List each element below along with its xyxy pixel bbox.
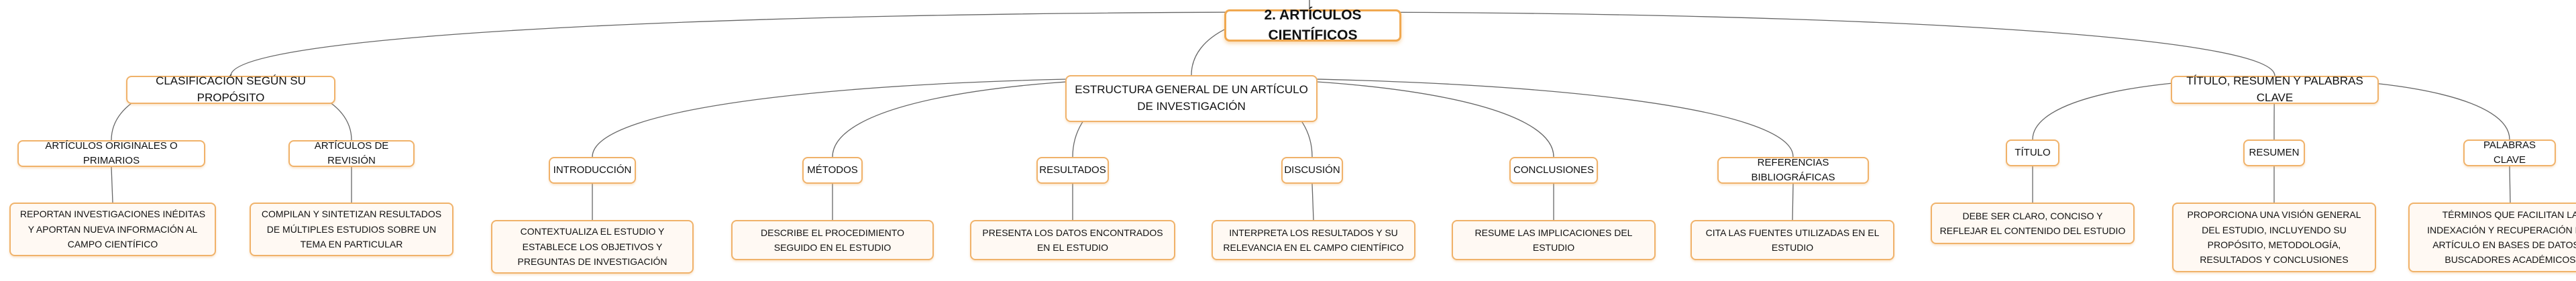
connector-detail-articulos-originales xyxy=(111,166,113,203)
connector-node-introduccion xyxy=(592,77,1192,158)
node-label: RESUMEN xyxy=(2249,147,2300,159)
detail-resultados: PRESENTA LOS DATOS ENCONTRADOS EN EL EST… xyxy=(970,220,1175,260)
detail-text: INTERPRETA LOS RESULTADOS Y SU RELEVANCI… xyxy=(1223,227,1404,253)
node-label: PALABRAS CLAVE xyxy=(2483,139,2536,166)
node-palabras-clave: PALABRAS CLAVE xyxy=(2463,139,2556,166)
connector-detail-referencias xyxy=(1792,183,1794,221)
node-resultados: RESULTADOS xyxy=(1036,157,1109,184)
branch-clasificacion: CLASIFICACIÓN SEGÚN SU PROPÓSITO xyxy=(126,74,335,104)
node-conclusiones: CONCLUSIONES xyxy=(1509,157,1598,184)
detail-text: REPORTAN INVESTIGACIONES INÉDITAS Y APOR… xyxy=(19,209,206,250)
detail-text: DEBE SER CLARO, CONCISO Y REFLEJAR EL CO… xyxy=(1939,210,2126,236)
root-node: 2. ARTÍCULOS CIENTÍFICOS xyxy=(1224,7,1401,43)
branch-titulo-resumen: TÍTULO, RESUMEN Y PALABRAS CLAVE xyxy=(2171,74,2379,104)
detail-text: COMPILAN Y SINTETIZAN RESULTADOS DE MÚLT… xyxy=(261,209,442,250)
node-label: DISCUSIÓN xyxy=(1284,164,1340,176)
detail-text: CONTEXTUALIZA EL ESTUDIO Y ESTABLECE LOS… xyxy=(517,226,667,268)
connector-node-referencias xyxy=(1191,77,1794,158)
node-label: INTRODUCCIÓN xyxy=(553,164,632,176)
branch-label: TÍTULO, RESUMEN Y PALABRAS CLAVE xyxy=(2186,74,2363,104)
detail-text: PRESENTA LOS DATOS ENCONTRADOS EN EL EST… xyxy=(982,227,1163,253)
detail-resumen: PROPORCIONA UNA VISIÓN GENERAL DEL ESTUD… xyxy=(2172,203,2376,272)
detail-introduccion: CONTEXTUALIZA EL ESTUDIO Y ESTABLECE LOS… xyxy=(491,220,694,274)
branch-label: ESTRUCTURA GENERAL DE UN ARTÍCULO DE INV… xyxy=(1075,83,1308,113)
detail-articulos-originales: REPORTAN INVESTIGACIONES INÉDITAS Y APOR… xyxy=(9,203,216,256)
node-articulos-originales: ARTÍCULOS ORIGINALES O PRIMARIOS xyxy=(17,140,205,167)
node-referencias: REFERENCIAS BIBLIOGRÁFICAS xyxy=(1717,157,1869,184)
detail-articulos-revision: COMPILAN Y SINTETIZAN RESULTADOS DE MÚLT… xyxy=(250,203,453,256)
node-label: ARTÍCULOS DE REVISIÓN xyxy=(314,140,389,166)
detail-text: RESUME LAS IMPLICACIONES DEL ESTUDIO xyxy=(1474,227,1633,253)
detail-titulo: DEBE SER CLARO, CONCISO Y REFLEJAR EL CO… xyxy=(1931,203,2135,244)
node-label: RESULTADOS xyxy=(1039,164,1106,176)
detail-conclusiones: RESUME LAS IMPLICACIONES DEL ESTUDIO xyxy=(1452,220,1656,260)
node-label: ARTÍCULOS ORIGINALES O PRIMARIOS xyxy=(45,140,178,166)
detail-text: CITA LAS FUENTES UTILIZADAS EN EL ESTUDI… xyxy=(1705,227,1880,253)
detail-referencias: CITA LAS FUENTES UTILIZADAS EN EL ESTUDI… xyxy=(1690,220,1894,260)
detail-text: PROPORCIONA UNA VISIÓN GENERAL DEL ESTUD… xyxy=(2187,209,2361,266)
detail-discusion: INTERPRETA LOS RESULTADOS Y SU RELEVANCI… xyxy=(1212,220,1415,260)
node-label: REFERENCIAS BIBLIOGRÁFICAS xyxy=(1751,157,1835,183)
detail-text: DESCRIBE EL PROCEDIMIENTO SEGUIDO EN EL … xyxy=(761,227,904,253)
node-label: TÍTULO xyxy=(2015,147,2051,159)
node-label: MÉTODOS xyxy=(807,164,858,176)
node-label: CONCLUSIONES xyxy=(1513,164,1595,176)
node-discusion: DISCUSIÓN xyxy=(1281,157,1343,184)
node-titulo: TÍTULO xyxy=(2006,139,2059,166)
node-introduccion: INTRODUCCIÓN xyxy=(549,157,636,184)
connector-branch-clasificacion xyxy=(230,11,1313,76)
node-articulos-revision: ARTÍCULOS DE REVISIÓN xyxy=(288,140,415,167)
branch-estructura: ESTRUCTURA GENERAL DE UN ARTÍCULO DE INV… xyxy=(1065,75,1318,122)
detail-palabras-clave: TÉRMINOS QUE FACILITAN LA INDEXACIÓN Y R… xyxy=(2408,203,2576,272)
branch-label: CLASIFICACIÓN SEGÚN SU PROPÓSITO xyxy=(156,74,306,104)
detail-metodos: DESCRIBE EL PROCEDIMIENTO SEGUIDO EN EL … xyxy=(731,220,934,260)
node-metodos: MÉTODOS xyxy=(802,157,863,184)
connector-detail-discusion xyxy=(1311,183,1314,221)
connector-branch-titulo-resumen xyxy=(1312,11,2275,76)
detail-text: TÉRMINOS QUE FACILITAN LA INDEXACIÓN Y R… xyxy=(2427,209,2576,266)
node-resumen: RESUMEN xyxy=(2243,139,2305,166)
root-label: 2. ARTÍCULOS CIENTÍFICOS xyxy=(1264,7,1362,43)
